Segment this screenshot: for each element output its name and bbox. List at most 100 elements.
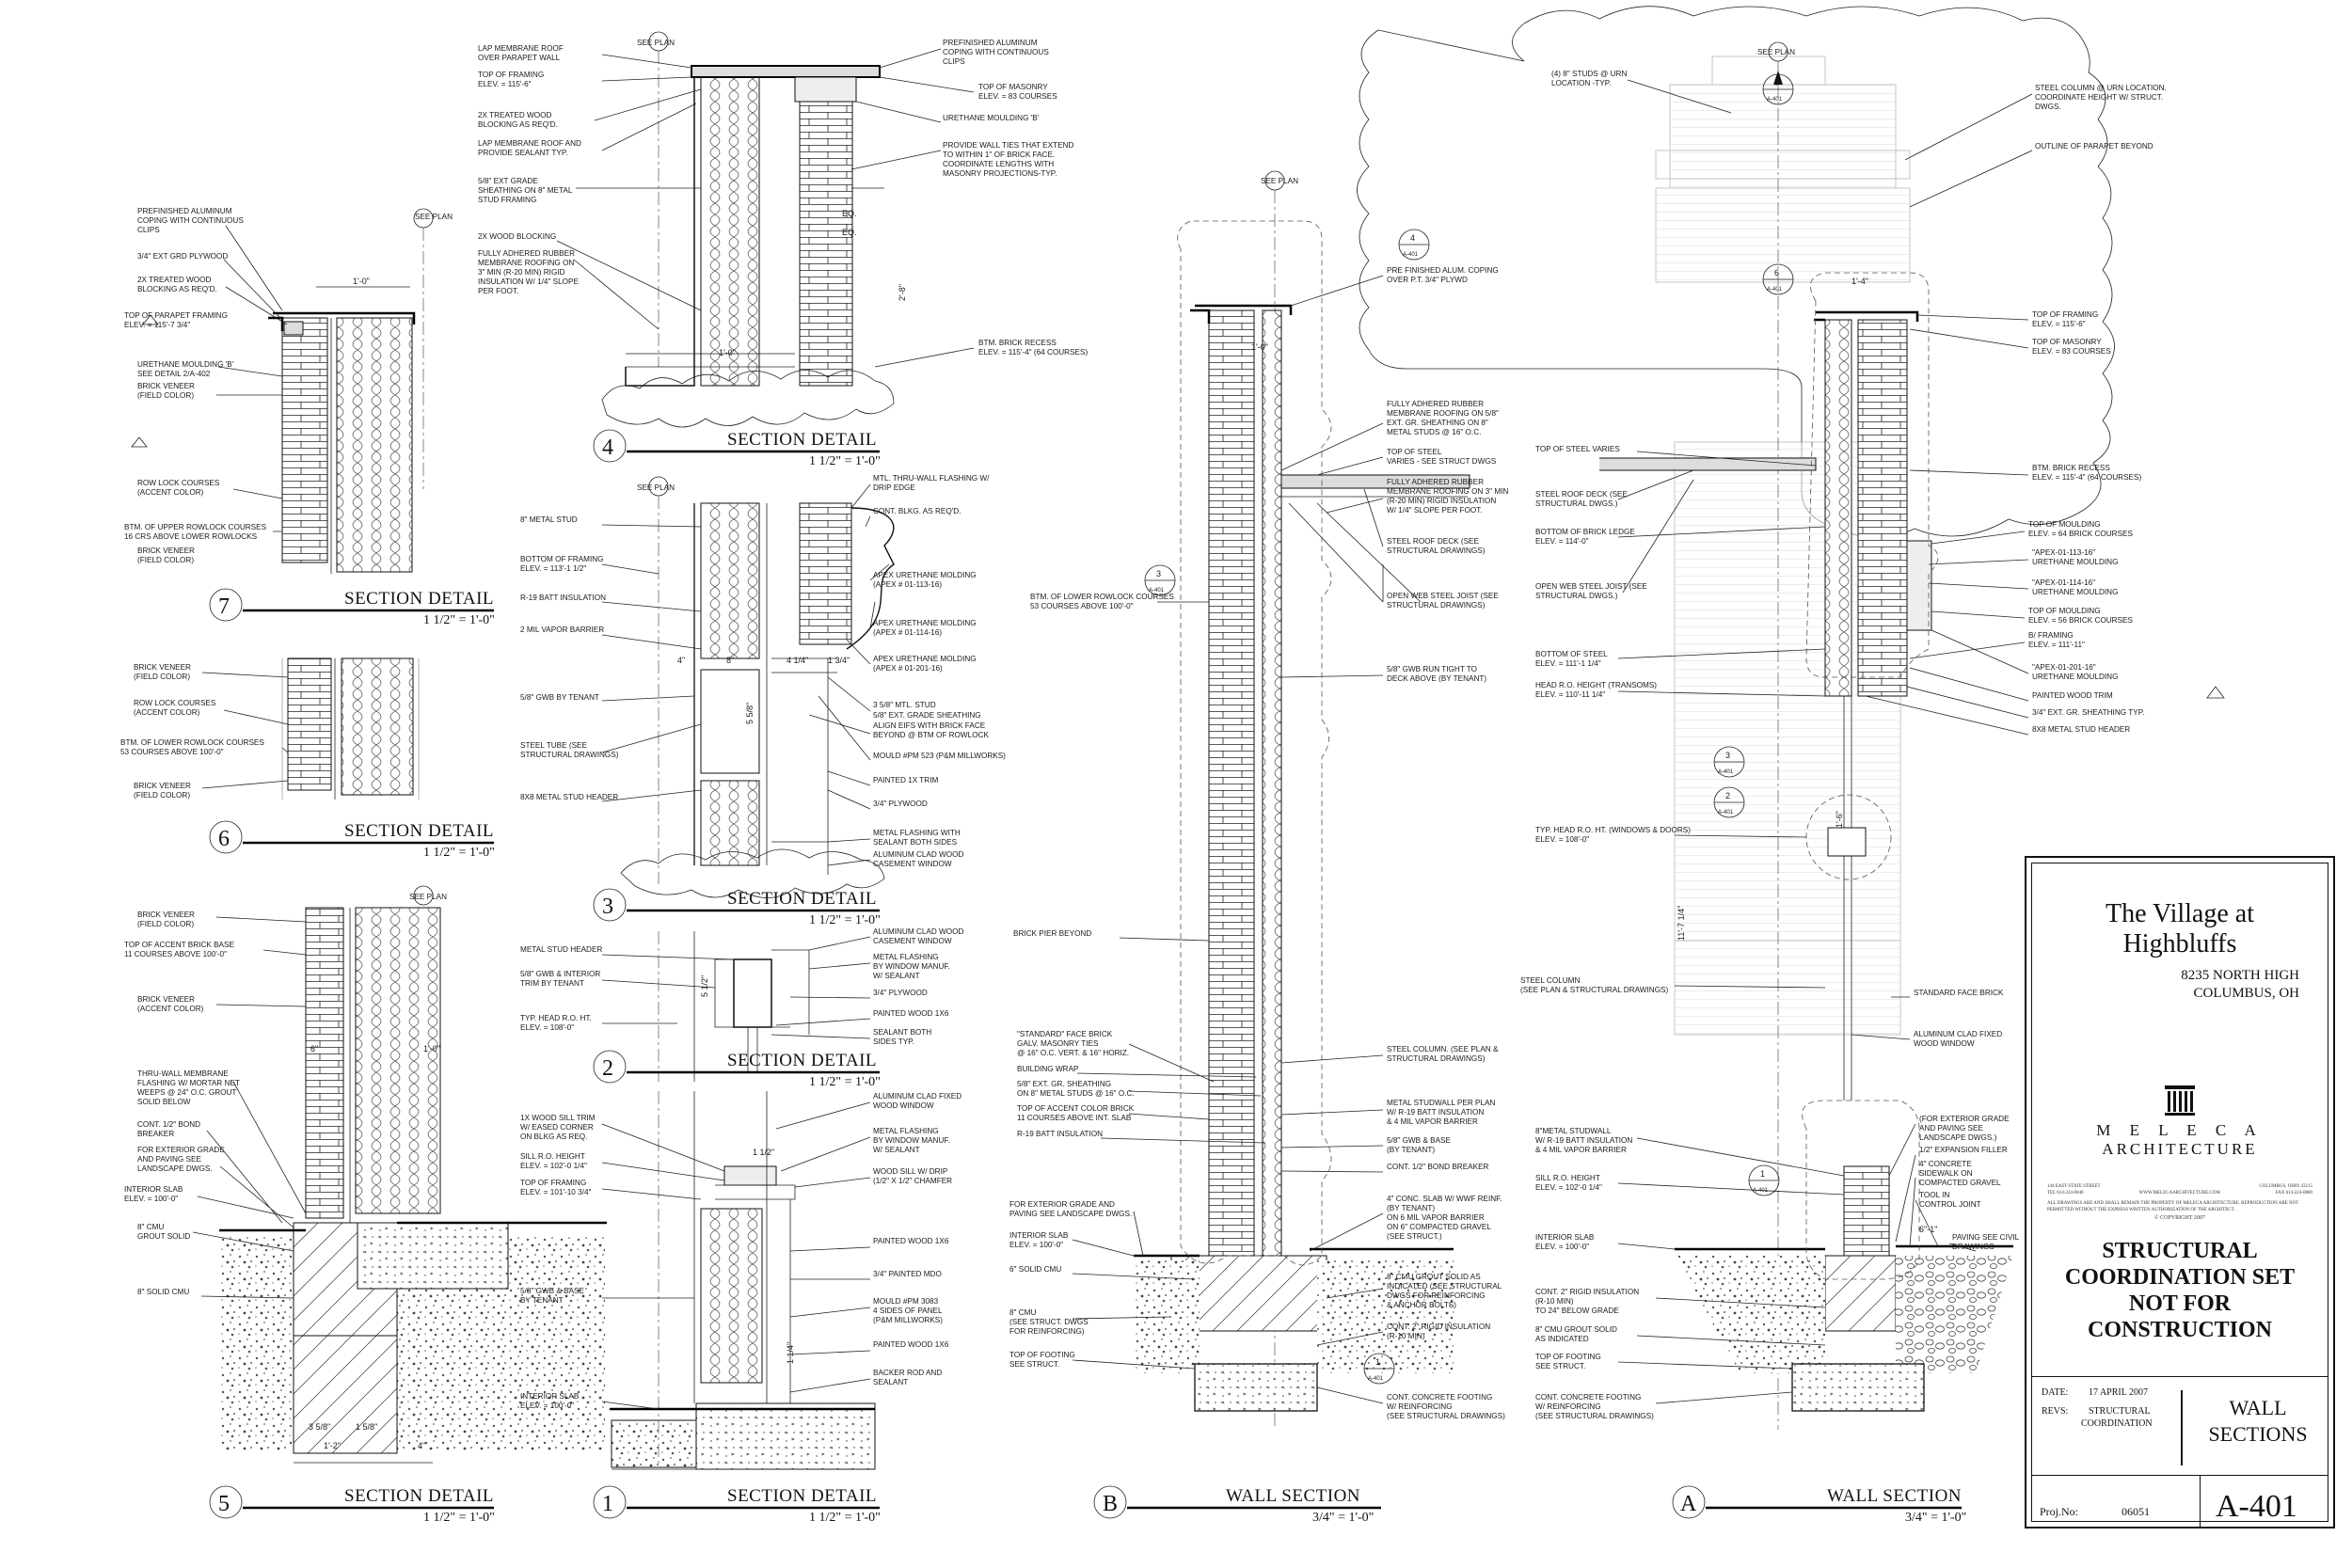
callout-3-a401[interactable]: 3 A-401 xyxy=(1144,564,1176,596)
svg-text:TOP OF ACCENT COLOR BRICK: TOP OF ACCENT COLOR BRICK xyxy=(1017,1104,1135,1113)
revision-triangle xyxy=(2206,686,2225,699)
svg-text:1: 1 xyxy=(1375,1357,1380,1367)
svg-text:BEYOND @ BTM OF ROWLOCK: BEYOND @ BTM OF ROWLOCK xyxy=(873,731,989,739)
svg-text:ELEV. = 102'-0 1/4": ELEV. = 102'-0 1/4" xyxy=(520,1162,587,1170)
svg-text:LAP MEMBRANE ROOF AND: LAP MEMBRANE ROOF AND xyxy=(478,139,581,148)
callout-2-a401[interactable]: 2 A-401 xyxy=(1713,786,1745,818)
svg-text:PAVING SEE LANDSCAPE DWGS.: PAVING SEE LANDSCAPE DWGS. xyxy=(1009,1210,1132,1218)
svg-text:5/8" GWB & INTERIOR: 5/8" GWB & INTERIOR xyxy=(520,970,600,978)
svg-text:8" CMU GROUT SOLID: 8" CMU GROUT SOLID xyxy=(1535,1325,1617,1334)
svg-text:"Apex-01-201-16": "Apex-01-201-16" xyxy=(2032,663,2096,672)
svg-text:PER FOOT.: PER FOOT. xyxy=(478,287,518,295)
svg-text:CONT. 1/2" BOND: CONT. 1/2" BOND xyxy=(137,1120,200,1129)
svg-text:MEMBRANE ROOFING ON: MEMBRANE ROOFING ON xyxy=(478,259,574,267)
svg-text:BTM. OF LOWER ROWLOCK COURSES: BTM. OF LOWER ROWLOCK COURSES xyxy=(1030,593,1174,601)
svg-text:8" METAL STUD: 8" METAL STUD xyxy=(520,515,578,524)
svg-text:CASEMENT WINDOW: CASEMENT WINDOW xyxy=(873,860,952,868)
svg-text:SIDEWALK ON: SIDEWALK ON xyxy=(1919,1169,1973,1178)
svg-text:BTM. OF LOWER ROWLOCK COURSES: BTM. OF LOWER ROWLOCK COURSES xyxy=(120,738,264,747)
svg-text:COORDINATE HEIGHT W/ STRUCT.: COORDINATE HEIGHT W/ STRUCT. xyxy=(2035,93,2163,102)
svg-text:1'-0": 1'-0" xyxy=(1251,342,1268,352)
callout-1-a401-wall-a[interactable]: 1 A-401 xyxy=(1748,1164,1780,1196)
svg-text:TYP. HEAD R.O. HT. (WINDOWS &: TYP. HEAD R.O. HT. (WINDOWS & DOORS) xyxy=(1535,826,1691,834)
svg-text:ELEV. = 114'-0": ELEV. = 114'-0" xyxy=(1535,537,1589,546)
svg-text:W/ R-19 BATT INSULATION: W/ R-19 BATT INSULATION xyxy=(1387,1108,1484,1117)
detail-5-notes: BRICK VENEER (FIELD COLOR) TOP OF ACCENT… xyxy=(124,911,240,1296)
svg-text:CLIPS: CLIPS xyxy=(137,226,160,234)
svg-text:PAINTED WOOD 1X6: PAINTED WOOD 1X6 xyxy=(873,1009,949,1018)
svg-text:ELEV. = 115'-4" (64 COURSES): ELEV. = 115'-4" (64 COURSES) xyxy=(978,348,1088,356)
callout-3-a401-wall-a[interactable]: 3 A-401 xyxy=(1713,746,1745,778)
svg-text:(SEE STRUCTURAL DRAWINGS): (SEE STRUCTURAL DRAWINGS) xyxy=(1387,1412,1505,1420)
svg-text:6: 6 xyxy=(1774,268,1779,277)
svg-text:SILL R.O. HEIGHT: SILL R.O. HEIGHT xyxy=(1535,1174,1600,1182)
svg-text:4: 4 xyxy=(602,436,613,460)
svg-text:R-19 BATT INSULATION: R-19 BATT INSULATION xyxy=(1017,1130,1103,1138)
svg-text:STEEL COLUMN: STEEL COLUMN xyxy=(1520,976,1580,985)
svg-text:3" MIN (R-20 MIN) RIGID: 3" MIN (R-20 MIN) RIGID xyxy=(478,268,565,277)
svg-text:(SEE STRUCT.): (SEE STRUCT.) xyxy=(1387,1232,1442,1241)
svg-text:ELEV. = 64 BRICK COURSES: ELEV. = 64 BRICK COURSES xyxy=(2028,530,2133,538)
svg-text:TYP. HEAD R.O. HT.: TYP. HEAD R.O. HT. xyxy=(520,1014,592,1022)
svg-text:1 3/4": 1 3/4" xyxy=(828,656,850,665)
svg-text:SEE DETAIL 2/A-402: SEE DETAIL 2/A-402 xyxy=(137,370,211,378)
detail-3-title: SECTION DETAIL xyxy=(727,889,877,909)
detail-3-notes-right: MTL. THRU-WALL FLASHING W/ DRIP EDGE CON… xyxy=(873,474,1006,868)
svg-text:ON 6 MIL VAPOR BARRIER: ON 6 MIL VAPOR BARRIER xyxy=(1387,1213,1485,1222)
svg-text:1 1/2" = 1'-0": 1 1/2" = 1'-0" xyxy=(809,1511,881,1525)
svg-text:SEE STRUCT.: SEE STRUCT. xyxy=(1009,1360,1059,1369)
svg-text:GROUT SOLID: GROUT SOLID xyxy=(137,1232,190,1241)
svg-text:SOLID BELOW: SOLID BELOW xyxy=(137,1098,191,1106)
detail-1-notes-left: 1X WOOD SILL TRIM W/ EASED CORNER ON BLK… xyxy=(520,1114,596,1410)
callout-7-a401[interactable]: 7 A-401 xyxy=(1762,73,1794,105)
svg-text:A: A xyxy=(1680,1492,1697,1516)
callout-4-a401[interactable]: 4 A-401 xyxy=(1398,229,1430,261)
svg-text:1 1/2": 1 1/2" xyxy=(753,1148,774,1157)
svg-text:URETHANE MOULDING 'B': URETHANE MOULDING 'B' xyxy=(943,114,1040,122)
svg-text:STEEL TUBE (SEE: STEEL TUBE (SEE xyxy=(520,741,588,750)
detail-1-notes-right: ALUMINUM CLAD FIXED WOOD WINDOW METAL FL… xyxy=(873,1092,961,1386)
svg-text:AS INDICATED: AS INDICATED xyxy=(1535,1335,1589,1343)
svg-text:A-401: A-401 xyxy=(1149,588,1165,594)
svg-text:2X TREATED WOOD: 2X TREATED WOOD xyxy=(478,111,551,119)
svg-text:(BY TENANT): (BY TENANT) xyxy=(1387,1146,1435,1154)
svg-text:BRICK VENEER: BRICK VENEER xyxy=(134,782,191,790)
svg-text:1 1/2" = 1'-0": 1 1/2" = 1'-0" xyxy=(809,1075,881,1089)
svg-text:ELEV. = 100'-0": ELEV. = 100'-0" xyxy=(1535,1243,1589,1251)
svg-text:CASEMENT WINDOW: CASEMENT WINDOW xyxy=(873,937,952,945)
detail-3-notes-left: 8" METAL STUD BOTTOM OF FRAMING ELEV. = … xyxy=(520,515,619,801)
svg-text:W/ SEALANT: W/ SEALANT xyxy=(873,972,920,980)
svg-text:1/2" EXPANSION FILLER: 1/2" EXPANSION FILLER xyxy=(1919,1146,2008,1154)
svg-text:16 CRS ABOVE LOWER ROWLOCKS: 16 CRS ABOVE LOWER ROWLOCKS xyxy=(124,532,258,541)
detail-7-tag xyxy=(209,588,243,622)
svg-text:ELEV. = 83 COURSES: ELEV. = 83 COURSES xyxy=(2032,347,2111,356)
svg-text:BRICK PIER BEYOND: BRICK PIER BEYOND xyxy=(1013,929,1091,938)
svg-text:"Apex-01-113-16": "Apex-01-113-16" xyxy=(2032,548,2095,557)
svg-text:4" CONC. SLAB W/ WWF REINF.: 4" CONC. SLAB W/ WWF REINF. xyxy=(1387,1195,1502,1203)
detail-4-notes-left: LAP MEMBRANE ROOF OVER PARAPET WALL TOP … xyxy=(478,44,581,295)
svg-text:TOP OF PARAPET FRAMING: TOP OF PARAPET FRAMING xyxy=(124,311,228,320)
svg-text:BRICK VENEER: BRICK VENEER xyxy=(134,663,191,672)
svg-text:(FOR EXTERIOR GRADE: (FOR EXTERIOR GRADE xyxy=(1919,1115,2010,1123)
svg-text:BLOCKING AS REQ'D.: BLOCKING AS REQ'D. xyxy=(137,285,217,293)
callout-6-a401[interactable]: 6 A-401 xyxy=(1762,263,1794,295)
svg-text:ELEV. = 110'-11 1/4": ELEV. = 110'-11 1/4" xyxy=(1535,690,1605,699)
svg-text:LANDSCAPE DWGS.): LANDSCAPE DWGS.) xyxy=(1919,1133,1997,1142)
svg-text:11'-7 1/4": 11'-7 1/4" xyxy=(1677,906,1686,941)
svg-text:1: 1 xyxy=(1760,1169,1765,1179)
sheet-title: WALL SECTIONS xyxy=(2208,1396,2308,1446)
svg-text:ELEV. = 83 COURSES: ELEV. = 83 COURSES xyxy=(978,92,1057,101)
svg-text:2 MIL VAPOR BARRIER: 2 MIL VAPOR BARRIER xyxy=(520,626,604,634)
title-block: The Village at Highbluffs 8235 NORTH HIG… xyxy=(2025,856,2335,1528)
svg-text:SEE PLAN: SEE PLAN xyxy=(637,483,675,492)
svg-text:CONT. CONCRETE FOOTING: CONT. CONCRETE FOOTING xyxy=(1535,1393,1641,1402)
svg-text:APEX URETHANE MOLDING: APEX URETHANE MOLDING xyxy=(873,571,977,579)
svg-text:EQ.: EQ. xyxy=(842,209,857,218)
svg-text:LOCATION -TYP.: LOCATION -TYP. xyxy=(1551,79,1611,87)
svg-text:BUILDING WRAP: BUILDING WRAP xyxy=(1017,1065,1079,1073)
revs-value: STRUCTURAL xyxy=(2089,1406,2151,1417)
svg-text:ELEV. = 115'-7 3/4": ELEV. = 115'-7 3/4" xyxy=(124,321,190,329)
svg-text:A-401: A-401 xyxy=(1753,1188,1769,1194)
svg-text:MOULD #PM 523 (P&M MILLWORKS): MOULD #PM 523 (P&M MILLWORKS) xyxy=(873,752,1006,760)
callout-1-a401[interactable]: 1 A-401 xyxy=(1363,1353,1395,1385)
